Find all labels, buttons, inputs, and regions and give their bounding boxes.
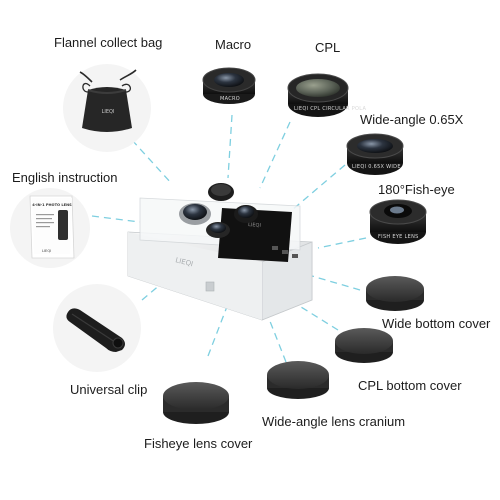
- universal-clip: [53, 284, 141, 372]
- cpl-marking: LIEQI CPL CIRCULAR POLA: [294, 106, 366, 112]
- label-cpl-bottom-cover: CPL bottom cover: [358, 378, 462, 393]
- macro-lens: MACRO: [202, 67, 256, 104]
- callout-fisheye: [317, 237, 367, 249]
- label-cpl: CPL: [315, 40, 341, 55]
- fisheye-lens: FISH EYE LENS: [369, 199, 427, 244]
- callout-flannel-bag: [131, 139, 173, 185]
- wide-bottom-cover: [366, 276, 424, 311]
- cpl-bottom-cover: [335, 328, 393, 363]
- callout-wide-bottom-cover: [311, 275, 361, 291]
- callout-macro: [227, 114, 233, 179]
- wide-angle-lens-cranium: [267, 361, 329, 399]
- phone-brand: LIEQI: [248, 222, 261, 229]
- callout-fisheye-cover: [207, 303, 229, 357]
- wide-angle-lens: LIEQI 0.65X WIDE: [346, 133, 404, 175]
- booklet-title: 4-IN-1 PHOTO LENS: [32, 203, 72, 207]
- label-english-instruction: English instruction: [12, 170, 118, 185]
- label-universal-clip: Universal clip: [70, 382, 148, 397]
- callout-wide-angle: [291, 164, 346, 211]
- instruction-booklet: 4-IN-1 PHOTO LENS LIEQI: [10, 188, 90, 268]
- fisheye-marking: FISH EYE LENS: [378, 234, 419, 240]
- label-macro: Macro: [215, 37, 252, 52]
- label-wide-angle: Wide-angle 0.65X: [360, 112, 464, 127]
- booklet-brand: LIEQI: [42, 249, 51, 253]
- callout-english-instruction: [91, 215, 141, 223]
- wide-marking: LIEQI 0.65X WIDE: [352, 164, 401, 170]
- product-box: LIEQI LIEQI: [127, 183, 313, 321]
- label-wide-bottom-cover: Wide bottom cover: [382, 316, 491, 331]
- bag-logo: LIEQI: [102, 109, 115, 115]
- label-wide-angle-cranium: Wide-angle lens cranium: [262, 414, 406, 429]
- flannel-bag: LIEQI: [63, 64, 151, 152]
- label-fisheye: 180°Fish-eye: [378, 182, 455, 197]
- label-fisheye-cover: Fisheye lens cover: [144, 436, 253, 451]
- cpl-lens: LIEQI CPL CIRCULAR POLA: [287, 73, 366, 117]
- macro-marking: MACRO: [220, 96, 240, 102]
- callout-cpl: [259, 121, 291, 189]
- fisheye-lens-cover: [163, 382, 229, 424]
- label-flannel-bag: Flannel collect bag: [54, 35, 163, 50]
